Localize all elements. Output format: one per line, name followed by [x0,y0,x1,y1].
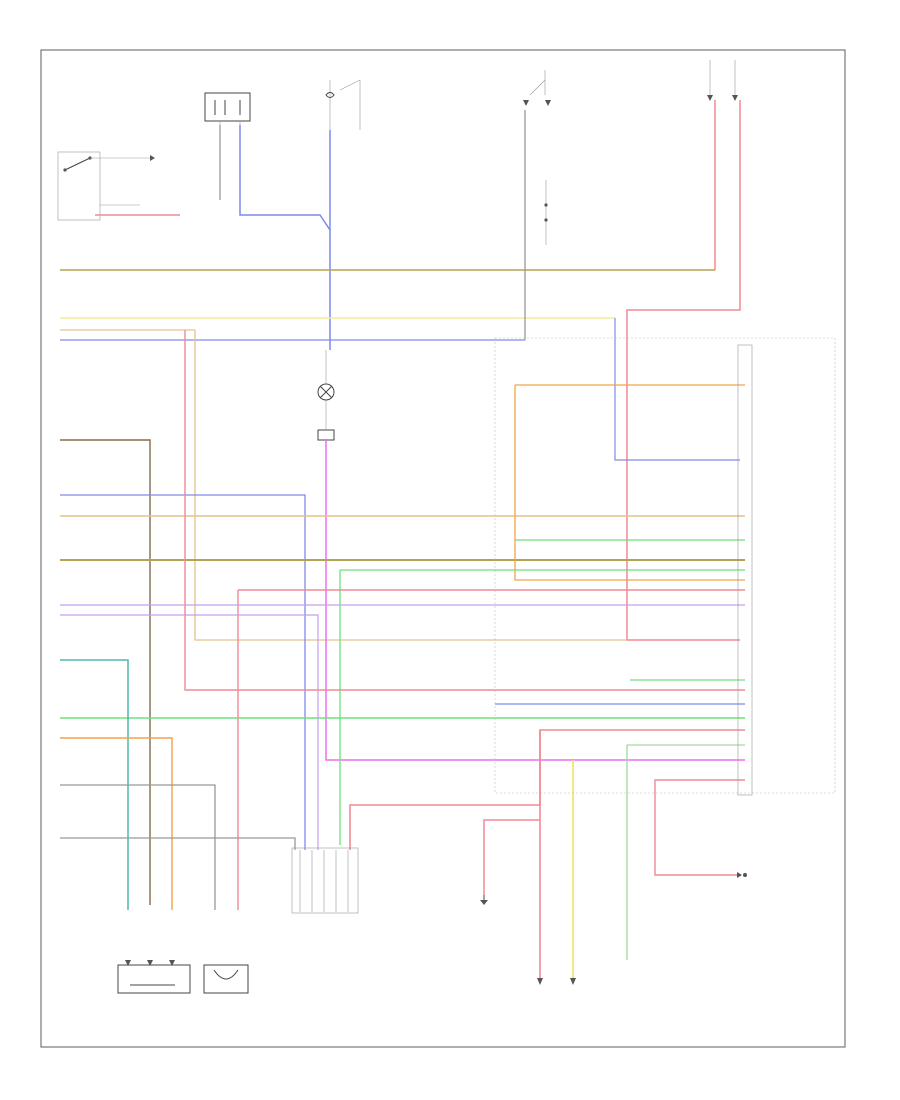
wire [239,125,331,350]
wire [614,318,740,461]
wire [60,614,319,850]
sensor-component [117,960,191,994]
connector-symbol [537,872,747,985]
wire [483,819,540,895]
wire [60,837,296,850]
fuse-symbol [317,350,335,441]
fuse-symbol [325,79,361,130]
wire [60,659,129,910]
wire [349,729,745,850]
wire [60,737,173,910]
wire [194,330,627,641]
connector-symbol [291,847,359,914]
connector-symbol [737,344,753,796]
connector-symbol [204,92,251,135]
wire [626,100,741,641]
wire [654,779,745,876]
sensor-component [203,964,249,994]
wire [60,784,216,910]
wire [60,494,306,850]
diagram-frame [40,49,846,1048]
wire [514,385,745,581]
wire [60,439,151,905]
wire [325,440,745,761]
relay-switch [57,151,155,221]
module-outline [494,337,836,794]
wire [184,330,745,691]
ground-symbol [480,895,488,905]
connector-symbol [707,60,738,101]
sensor-component [523,70,551,245]
